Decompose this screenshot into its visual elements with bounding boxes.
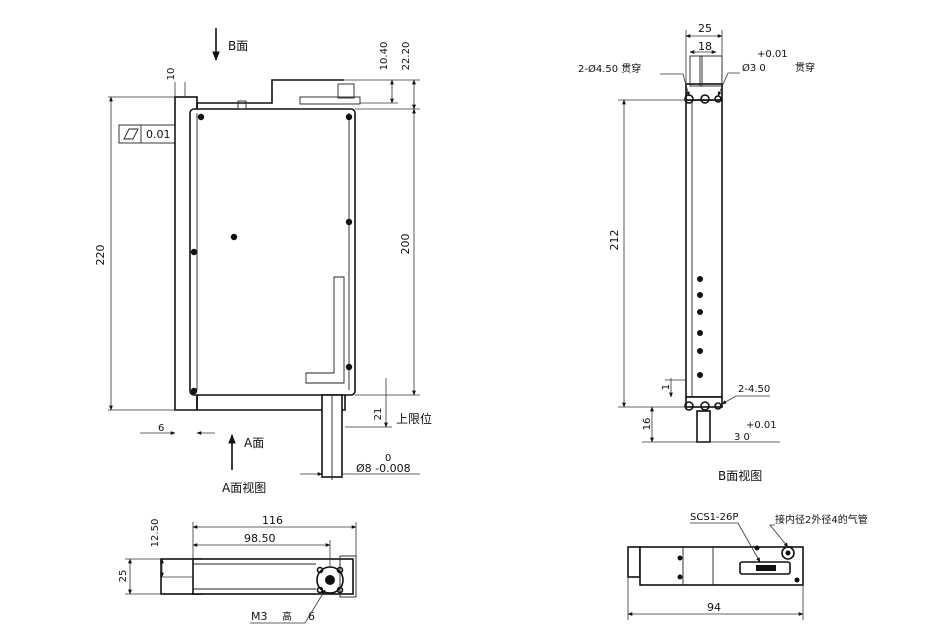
- bottom-holes-label: 2-4.50: [738, 384, 770, 395]
- dim-25-top: 25: [118, 570, 129, 583]
- flatness-value: 0.01: [146, 128, 171, 141]
- air-tube-label: 接内径2外径4的气管: [775, 513, 868, 526]
- screw-hole: [190, 248, 198, 256]
- top-view: 116 98.50 12.50 25 M3 高 6: [118, 514, 357, 624]
- dim-220: 220: [94, 245, 107, 266]
- screw-hole: [197, 113, 205, 121]
- a-face-label: A面: [244, 436, 264, 450]
- center-mark: [230, 233, 238, 241]
- bottom-tolerance: +0.01: [746, 420, 777, 431]
- dim-22-20: 22.20: [401, 42, 412, 71]
- screw-hole: [345, 218, 353, 226]
- main-body: [189, 108, 356, 396]
- b-view-caption: B面视图: [718, 468, 762, 483]
- dim-200: 200: [399, 234, 412, 255]
- b-dim-1: 1: [661, 384, 672, 390]
- through-holes-label: 2-Ø4.50 贯穿: [578, 62, 641, 75]
- side-view: SCS1-26P 接内径2外径4的气管 94: [627, 512, 868, 620]
- b-face-label: B面: [228, 39, 248, 53]
- air-fitting: [337, 83, 355, 99]
- b-shaft: [696, 410, 711, 443]
- a-face-view: B面 220 0.01: [94, 28, 432, 495]
- dim-98-50: 98.50: [244, 532, 276, 545]
- shaft-diameter: Ø8 -0.008: [356, 462, 411, 475]
- b-top-cap: [685, 83, 723, 101]
- shaft-tol-top: 0: [385, 453, 391, 464]
- pin-tolerance: +0.01: [757, 49, 788, 60]
- bottom-dim: 3 0: [734, 432, 750, 443]
- b-body: [685, 99, 723, 398]
- b-dim-16: 16: [642, 418, 653, 431]
- thread-depth-value: 6: [308, 610, 315, 623]
- thread-depth-label: 高: [282, 610, 292, 623]
- pin-through-label: 贯穿: [795, 61, 815, 74]
- dim-116: 116: [262, 514, 283, 527]
- thread-label: M3: [251, 610, 268, 623]
- b-dim-25: 25: [698, 22, 712, 35]
- top-body: [192, 558, 354, 595]
- connector-label: SCS1-26P: [690, 512, 738, 523]
- upper-limit-label: 上限位: [396, 411, 432, 426]
- screw-hole: [345, 363, 353, 371]
- dim-10-40: 10.40: [379, 42, 390, 71]
- b-dim-212: 212: [608, 230, 621, 251]
- b-dim-18: 18: [698, 40, 712, 53]
- top-bracket: [196, 79, 344, 109]
- dim-94: 94: [707, 601, 721, 614]
- bottom-hole: [700, 401, 710, 411]
- bottom-base: [196, 395, 346, 411]
- dim-10: 10: [166, 68, 177, 81]
- flatness-callout: [118, 124, 176, 144]
- pin-hole-label: Ø3 0: [742, 62, 766, 74]
- screw-hole: [345, 113, 353, 121]
- bottom-hole: [684, 401, 694, 411]
- guide-slot: [305, 276, 345, 384]
- a-view-caption: A面视图: [222, 480, 266, 495]
- dim-12-50: 12.50: [150, 519, 161, 548]
- dim-21: 21: [373, 408, 384, 421]
- through-hole: [700, 94, 710, 104]
- dim-6: 6: [158, 423, 164, 434]
- b-face-view: 25 18 2-Ø4.50 贯穿 +0.01 Ø3 0 贯穿 212 1 2-4…: [578, 22, 815, 483]
- screw-hole: [190, 387, 198, 395]
